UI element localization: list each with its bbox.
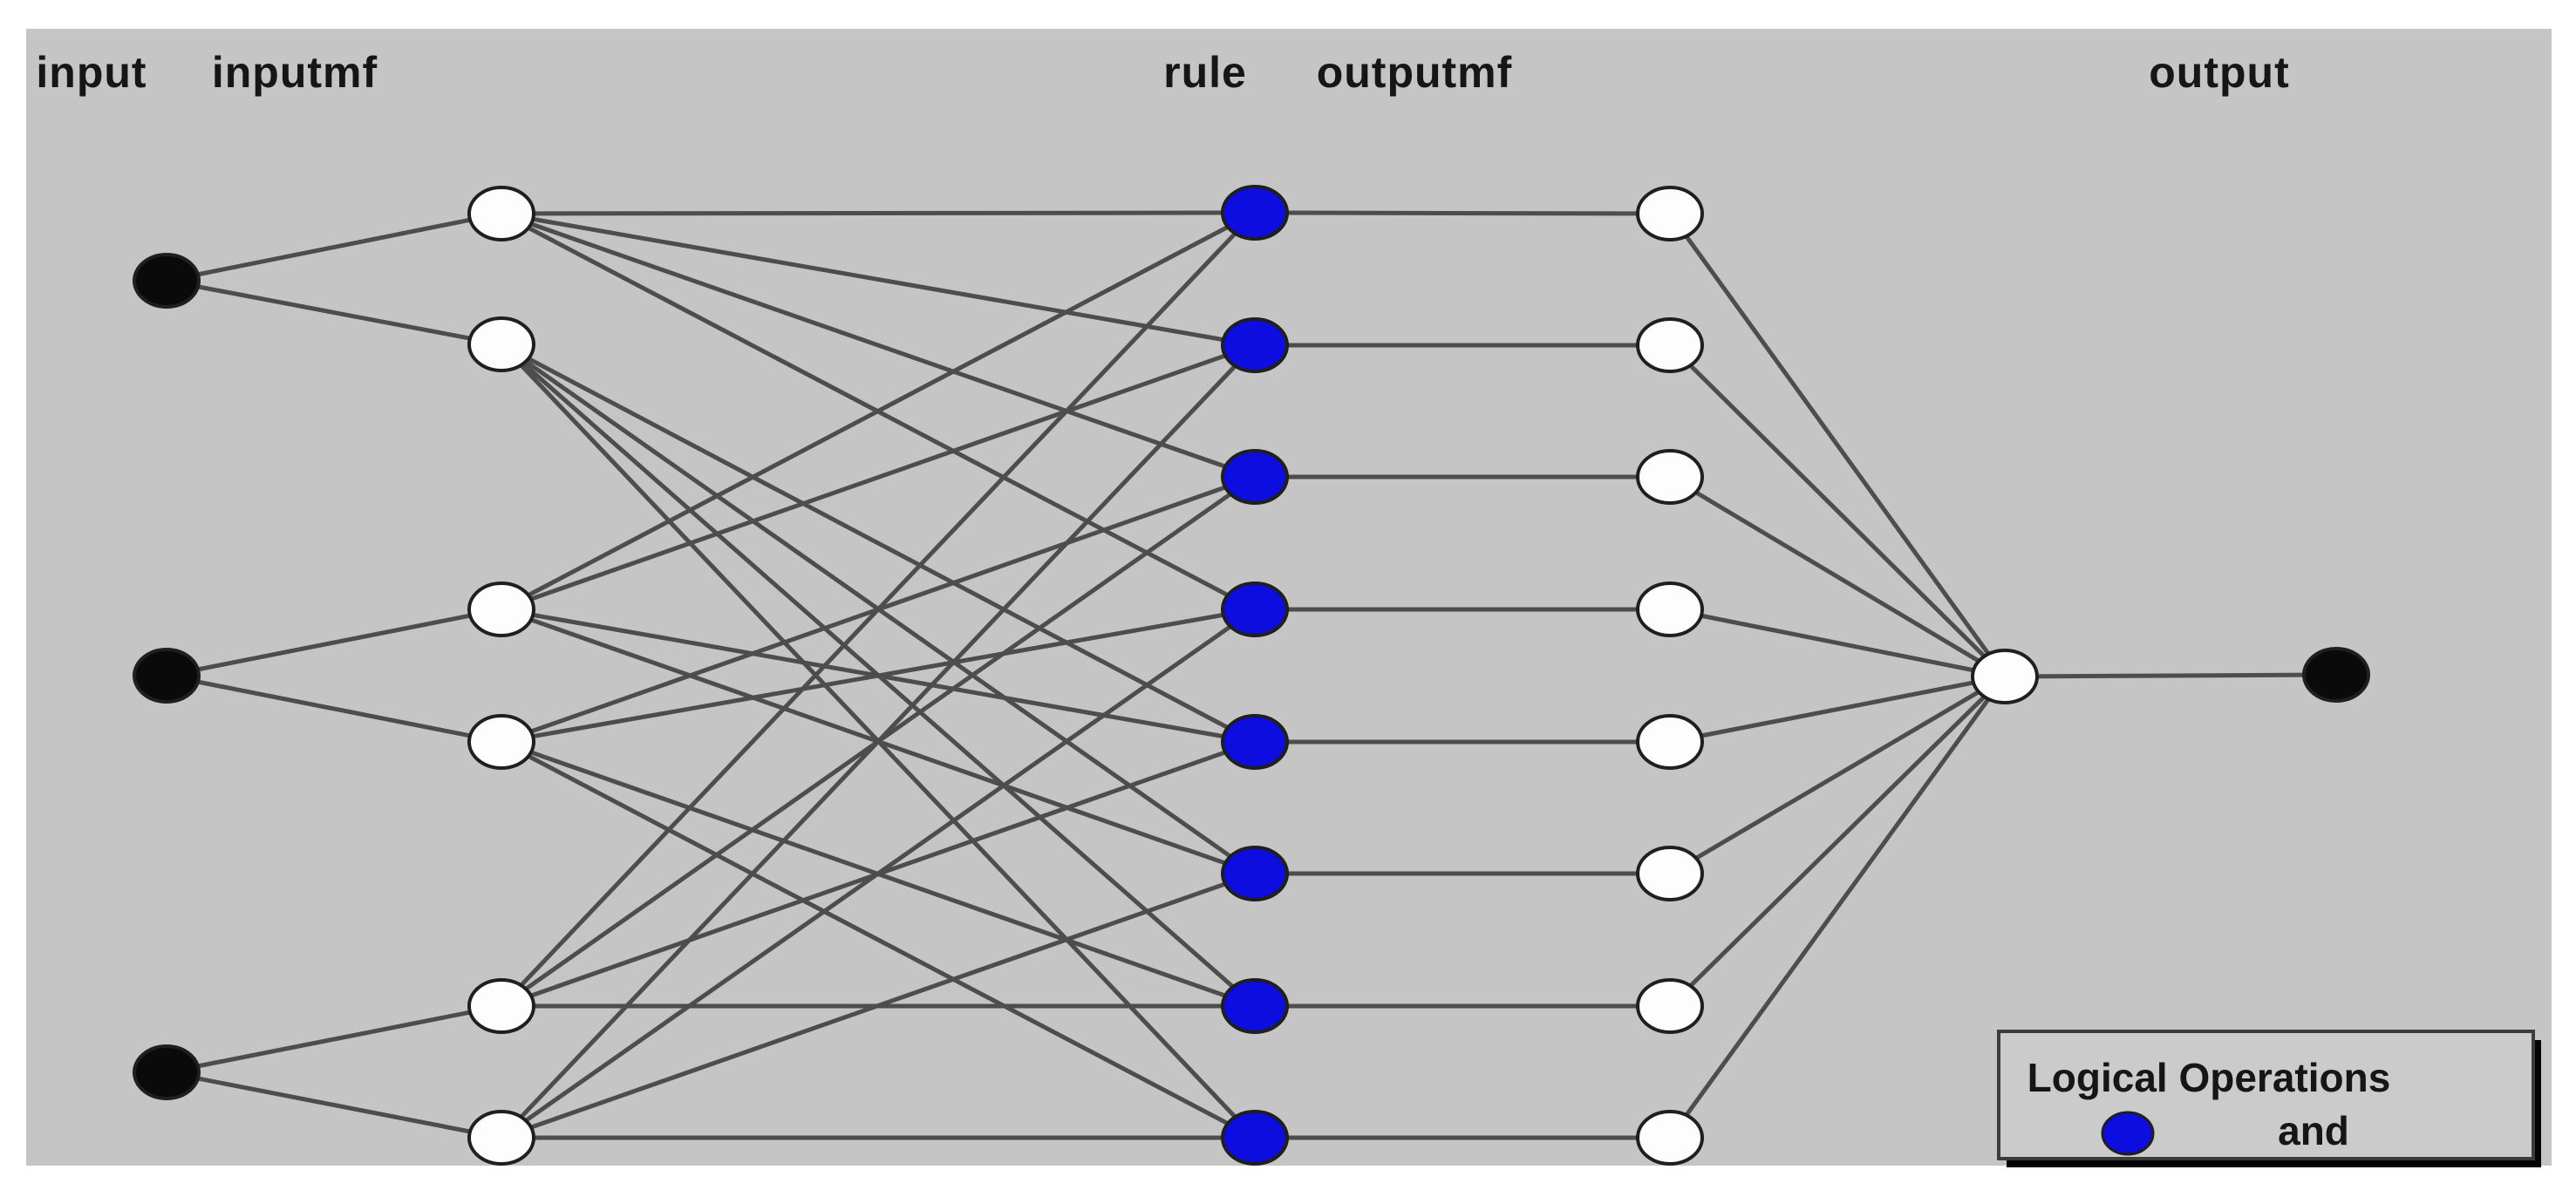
outputmf-node-3 xyxy=(1636,449,1704,505)
edge-inputmf3-rule1 xyxy=(500,210,1257,612)
aggregate-node-1 xyxy=(1971,649,2039,704)
outputmf-node-2 xyxy=(1636,317,1704,373)
input-node-2 xyxy=(133,648,201,704)
inputmf-node-3 xyxy=(467,581,535,637)
edge-input1-inputmf1 xyxy=(166,211,502,283)
edge-input3-inputmf6 xyxy=(166,1070,502,1140)
legend-box: Logical Operations and xyxy=(1997,1030,2541,1167)
rule-node-3 xyxy=(1221,449,1289,505)
edge-inputmf1-rule3 xyxy=(501,211,1256,479)
rule-node-8 xyxy=(1221,1110,1289,1166)
outputmf-node-4 xyxy=(1636,581,1704,637)
layer-label-rule: rule xyxy=(1163,48,1247,97)
outputmf-node-8 xyxy=(1636,1110,1704,1166)
edge-inputmf2-rule5 xyxy=(500,342,1257,745)
rule-node-1 xyxy=(1221,185,1289,241)
rule-node-4 xyxy=(1221,581,1289,637)
output-node-1 xyxy=(2302,647,2370,703)
outputmf-node-5 xyxy=(1636,714,1704,770)
rule-node-7 xyxy=(1221,978,1289,1034)
outputmf-node-1 xyxy=(1636,186,1704,241)
outputmf-node-7 xyxy=(1636,978,1704,1034)
edge-input3-inputmf5 xyxy=(166,1003,502,1075)
layer-labels: input inputmf rule outputmf output xyxy=(36,48,2289,97)
inputmf-node-1 xyxy=(467,186,535,241)
edge-outputmf1-aggregate1 xyxy=(1667,212,2007,678)
edge-layer xyxy=(166,210,2337,1140)
legend-entry-and: and xyxy=(2278,1108,2349,1153)
input-node-3 xyxy=(133,1044,201,1100)
edge-input2-inputmf4 xyxy=(166,673,502,745)
edge-inputmf6-rule4 xyxy=(500,607,1257,1140)
edge-inputmf5-rule1 xyxy=(500,211,1257,1008)
edge-inputmf3-rule2 xyxy=(501,343,1256,612)
inputmf-node-2 xyxy=(467,316,535,372)
rule-node-5 xyxy=(1221,714,1289,770)
legend-title: Logical Operations xyxy=(2027,1055,2391,1100)
inputmf-node-5 xyxy=(467,978,535,1034)
edge-input2-inputmf3 xyxy=(166,607,502,678)
rule-node-6 xyxy=(1221,846,1289,901)
input-node-1 xyxy=(133,253,201,309)
inputmf-node-6 xyxy=(467,1110,535,1166)
rule-node-2 xyxy=(1221,317,1289,373)
inputmf-node-4 xyxy=(467,714,535,770)
layer-label-inputmf: inputmf xyxy=(212,48,378,97)
edge-inputmf6-rule6 xyxy=(501,871,1256,1140)
edge-outputmf3-aggregate1 xyxy=(1668,474,2007,679)
layer-label-output: output xyxy=(2149,48,2289,97)
edge-inputmf4-rule4 xyxy=(501,607,1256,745)
edge-inputmf1-rule1 xyxy=(501,210,1256,216)
plot-background xyxy=(26,29,2552,1166)
edge-outputmf8-aggregate1 xyxy=(1667,675,2007,1139)
edge-rule1-outputmf1 xyxy=(1254,210,1671,216)
layer-label-input: input xyxy=(36,48,147,97)
edge-inputmf1-rule2 xyxy=(501,211,1256,348)
edge-outputmf2-aggregate1 xyxy=(1668,343,2007,678)
edge-outputmf6-aggregate1 xyxy=(1668,674,2007,876)
edge-aggregate1-output1 xyxy=(2004,672,2337,679)
edge-outputmf5-aggregate1 xyxy=(1669,674,2006,745)
legend-and-marker-icon xyxy=(2101,1111,2155,1156)
node-layer xyxy=(133,185,2370,1166)
outputmf-node-6 xyxy=(1636,846,1704,901)
edge-input1-inputmf2 xyxy=(166,278,502,347)
edge-inputmf6-rule2 xyxy=(500,343,1257,1139)
legend-frame xyxy=(1997,1030,2535,1160)
layer-label-outputmf: outputmf xyxy=(1317,48,1513,97)
edge-inputmf4-rule8 xyxy=(500,739,1257,1140)
edge-outputmf4-aggregate1 xyxy=(1669,607,2006,679)
edge-outputmf7-aggregate1 xyxy=(1668,675,2007,1008)
